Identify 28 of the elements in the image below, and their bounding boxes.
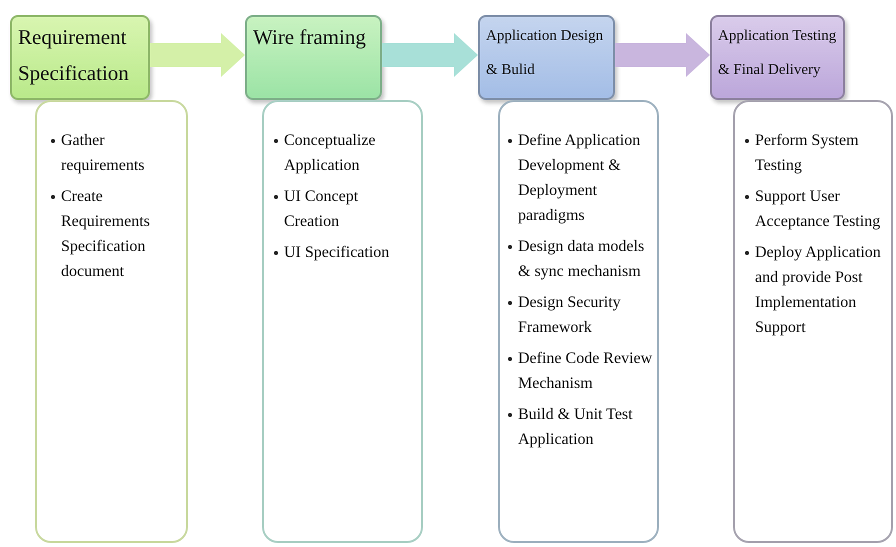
task-text: UI Specification	[284, 244, 390, 261]
block-arrow	[615, 33, 710, 77]
task-text: Define Code Review Mechanism	[518, 350, 652, 392]
task-text: Build & Unit Test Application	[518, 406, 633, 448]
task-text: Perform System Testing	[755, 132, 859, 174]
phase-header-box	[478, 15, 615, 100]
task-text: UI Concept Creation	[284, 188, 358, 230]
phase-title: Wire framing	[253, 24, 367, 51]
task-text: Gather requirements	[61, 132, 145, 174]
phase-header-box	[710, 15, 845, 100]
task-text: Deploy Application and provide Post Implementation Support	[755, 244, 881, 336]
task-text: Design Security Framework	[518, 294, 621, 336]
task-text: Design data models & sync mechanism	[518, 238, 644, 280]
task-card	[733, 100, 893, 543]
task-card	[498, 100, 659, 543]
task-card	[35, 100, 188, 543]
phase-title: Application Design & Bulid	[486, 27, 604, 80]
phase-title: Requirement Specification	[18, 24, 130, 87]
task-text: Create Requirements Specification document	[61, 188, 150, 280]
block-arrow	[150, 33, 245, 77]
task-text: Define Application Development & Deployment paradigms	[518, 132, 640, 224]
task-text: Support User Acceptance Testing	[755, 188, 880, 230]
block-arrow	[382, 33, 478, 77]
task-card	[262, 100, 423, 543]
phase-title: Application Testing & Final Delivery	[718, 27, 837, 80]
phase-header-box	[10, 15, 150, 100]
task-text: Conceptualize Application	[284, 132, 376, 174]
phase-header-box	[245, 15, 382, 100]
